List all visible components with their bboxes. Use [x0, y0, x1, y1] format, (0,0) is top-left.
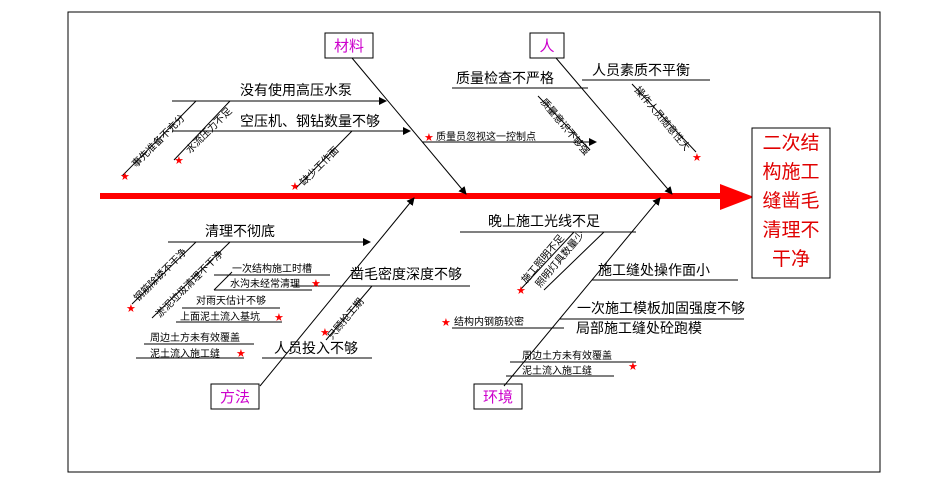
method-sub-4-star: ★ — [274, 311, 284, 324]
method-sub-6-line — [325, 285, 373, 341]
material-cause-2: 空压机、钢钻数量不够 — [240, 114, 380, 130]
material-sub-2: 水流压力不足 — [183, 105, 235, 157]
material-cause-1: 没有使用高压水泵 — [240, 82, 352, 99]
env-sub-4-b: 泥土流入施工缝 — [522, 364, 592, 377]
material-sub-2-line — [173, 100, 231, 161]
method-sub-6: 只顾抢工期 — [324, 295, 366, 342]
method-sub-5-star: ★ — [236, 347, 246, 360]
method-sub-3-star: ★ — [311, 277, 321, 290]
env-cause-3: 一次施工模板加固强度不够 — [577, 301, 745, 317]
people-sub-3: 操作人员随意性大 — [632, 84, 693, 154]
people-sub-1: 质量员忽视这一控制点 — [436, 130, 536, 143]
method-sub-5-a: 周边土方未有效覆盖 — [150, 331, 240, 344]
method-sub-3-b: 水沟未经常清理 — [230, 277, 300, 290]
bone-method — [259, 197, 415, 387]
category-material: 材料 — [324, 32, 374, 59]
method-cause-3: 人员投入不够 — [274, 341, 358, 357]
method-sub-4-a: 对雨天估计不够 — [196, 294, 266, 307]
env-sub-1-star: ★ — [516, 284, 526, 297]
people-sub-3-star: ★ — [692, 151, 702, 164]
env-sub-3-star: ★ — [441, 316, 451, 329]
method-sub-2: 淤泥垃圾清理不干净 — [153, 247, 226, 320]
category-people-label: 人 — [539, 37, 554, 55]
effect-line-3: 缝凿毛 — [762, 190, 819, 212]
method-sub-6-star: ★ — [320, 326, 330, 339]
method-sub-2-line — [151, 241, 231, 319]
category-environment-label: 环境 — [483, 388, 513, 406]
method-sub-3-link — [213, 271, 233, 291]
effect-box: 二次结 构施工 缝凿毛 清理不 干净 — [751, 127, 831, 279]
people-sub-1-star: ★ — [424, 131, 434, 144]
category-people: 人 — [529, 32, 565, 59]
bone-people — [555, 57, 673, 195]
env-sub-4-star: ★ — [628, 360, 638, 373]
material-sub-1-star: ★ — [120, 170, 130, 183]
people-cause-2: 人员素质不平衡 — [592, 63, 690, 79]
env-sub-1-line — [519, 231, 575, 291]
env-cause-2: 施工缝处操作面小 — [598, 263, 710, 279]
spine-arrowhead — [720, 184, 754, 210]
env-cause-1: 晚上施工光线不足 — [488, 214, 600, 230]
material-sub-3-star: ★ — [290, 180, 300, 193]
material-sub-3-line — [295, 130, 353, 189]
method-sub-5-b: 泥土流入施工缝 — [150, 347, 220, 360]
category-environment: 环境 — [473, 383, 523, 410]
env-sub-4-a: 周边土方未有效覆盖 — [522, 349, 612, 362]
effect-line-4: 清理不 — [762, 219, 819, 241]
material-sub-3: 缺少工作面 — [297, 144, 342, 189]
category-method-label: 方法 — [220, 388, 250, 406]
material-sub-2-star: ★ — [174, 154, 184, 167]
people-sub-3-line — [631, 83, 697, 153]
method-cause-2: 凿毛密度深度不够 — [350, 266, 462, 283]
method-sub-1-star: ★ — [126, 302, 136, 315]
diagram-frame — [67, 11, 881, 473]
method-sub-3-a: 一次结构施工时槽 — [232, 262, 312, 275]
effect-line-1: 二次结 — [762, 132, 819, 154]
env-sub-3: 结构内钢筋较密 — [454, 315, 524, 328]
bone-material — [351, 57, 467, 195]
effect-line-5: 干净 — [772, 248, 810, 270]
material-sub-1-line — [121, 100, 197, 177]
bone-environment — [503, 197, 661, 387]
env-sub-2-line — [543, 231, 605, 291]
method-sub-1-line — [131, 241, 197, 305]
method-sub-4-b: 上面泥土流入基坑 — [180, 310, 260, 323]
people-sub-2: 质量意识不够强 — [538, 96, 593, 158]
people-cause-1: 质量检查不严格 — [456, 71, 554, 87]
env-cause-4: 局部施工缝处砼跑模 — [576, 321, 702, 337]
category-material-label: 材料 — [334, 37, 364, 55]
method-cause-1: 清理不彻底 — [205, 224, 275, 240]
category-method: 方法 — [210, 383, 260, 410]
effect-line-2: 构施工 — [762, 161, 819, 183]
people-sub-2-line — [537, 95, 591, 151]
